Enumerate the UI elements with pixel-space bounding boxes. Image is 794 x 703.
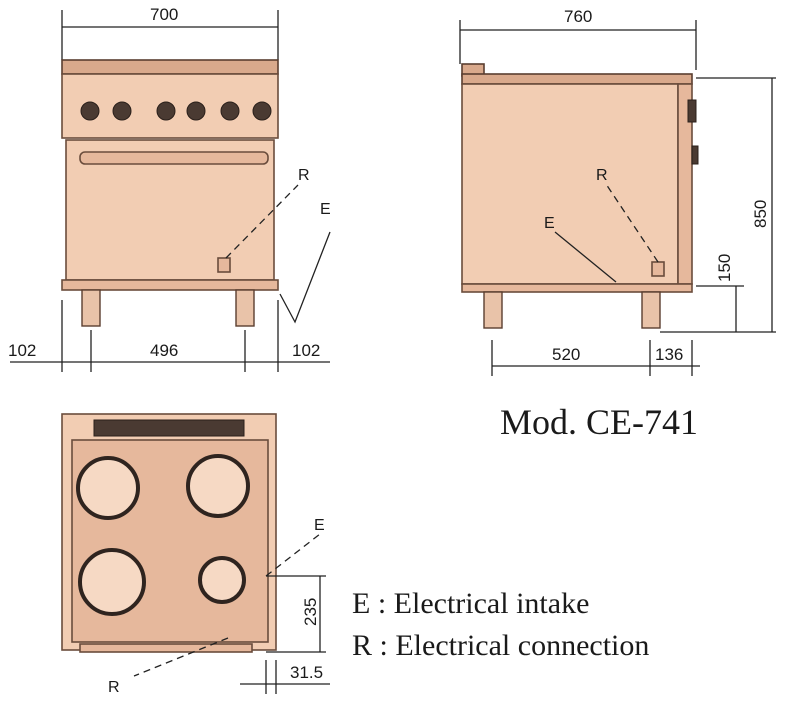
side-knob-icon: [687, 99, 697, 123]
side-foot-front: [641, 291, 661, 329]
marker-r-front: R: [298, 167, 310, 184]
front-view: 700 R E 102 496 1: [8, 5, 331, 372]
top-plinth: [79, 643, 253, 653]
dim-side-foot-span: 520: [552, 345, 580, 364]
foot-left: [81, 289, 101, 327]
top-view: E R 235 31.5: [61, 413, 330, 696]
dim-front-width: 700: [150, 5, 178, 24]
dim-foot-span: 496: [150, 341, 178, 360]
dim-side-rear: 136: [655, 345, 683, 364]
dim-left-offset: 102: [8, 341, 36, 360]
side-view: 760 R E 850 150 520 136: [459, 7, 776, 376]
hotplate-icon: [78, 548, 146, 616]
knob-icon: [112, 101, 132, 121]
oven-handle: [79, 151, 269, 165]
knob-icon: [156, 101, 176, 121]
knob-icon: [186, 101, 206, 121]
front-hob-top: [61, 59, 279, 75]
side-foot-rear: [483, 291, 503, 329]
control-knobs: [80, 101, 272, 121]
hotplate-icon: [198, 556, 246, 604]
marker-e-top: E: [314, 517, 325, 534]
legend-r: R : Electrical connection: [352, 629, 649, 662]
marker-r-top: R: [108, 679, 120, 696]
side-hob-top: [461, 73, 693, 85]
dim-top-intake-y: 235: [301, 598, 320, 626]
marker-r-side: R: [596, 167, 608, 184]
knob-icon: [80, 101, 100, 121]
dim-top-intake-x: 31.5: [290, 663, 323, 682]
legend-e: E : Electrical intake: [352, 587, 589, 620]
side-body: [461, 83, 679, 285]
hotplate-icon: [186, 454, 250, 518]
dim-height: 850: [751, 200, 770, 228]
dim-side-depth: 760: [564, 7, 592, 26]
side-connection-box: [651, 261, 665, 277]
vent-strip: [93, 419, 245, 437]
knob-icon: [220, 101, 240, 121]
connection-box: [217, 257, 231, 273]
marker-e-side: E: [544, 215, 555, 232]
knob-icon: [252, 101, 272, 121]
model-title: Mod. CE-741: [500, 402, 698, 442]
marker-e-front: E: [320, 201, 331, 218]
side-handle-icon: [691, 145, 699, 165]
foot-right: [235, 289, 255, 327]
dim-right-offset: 102: [292, 341, 320, 360]
dim-foot-height: 150: [715, 254, 734, 282]
plinth: [61, 279, 279, 291]
side-plinth: [461, 283, 693, 293]
hotplate-icon: [76, 456, 140, 520]
